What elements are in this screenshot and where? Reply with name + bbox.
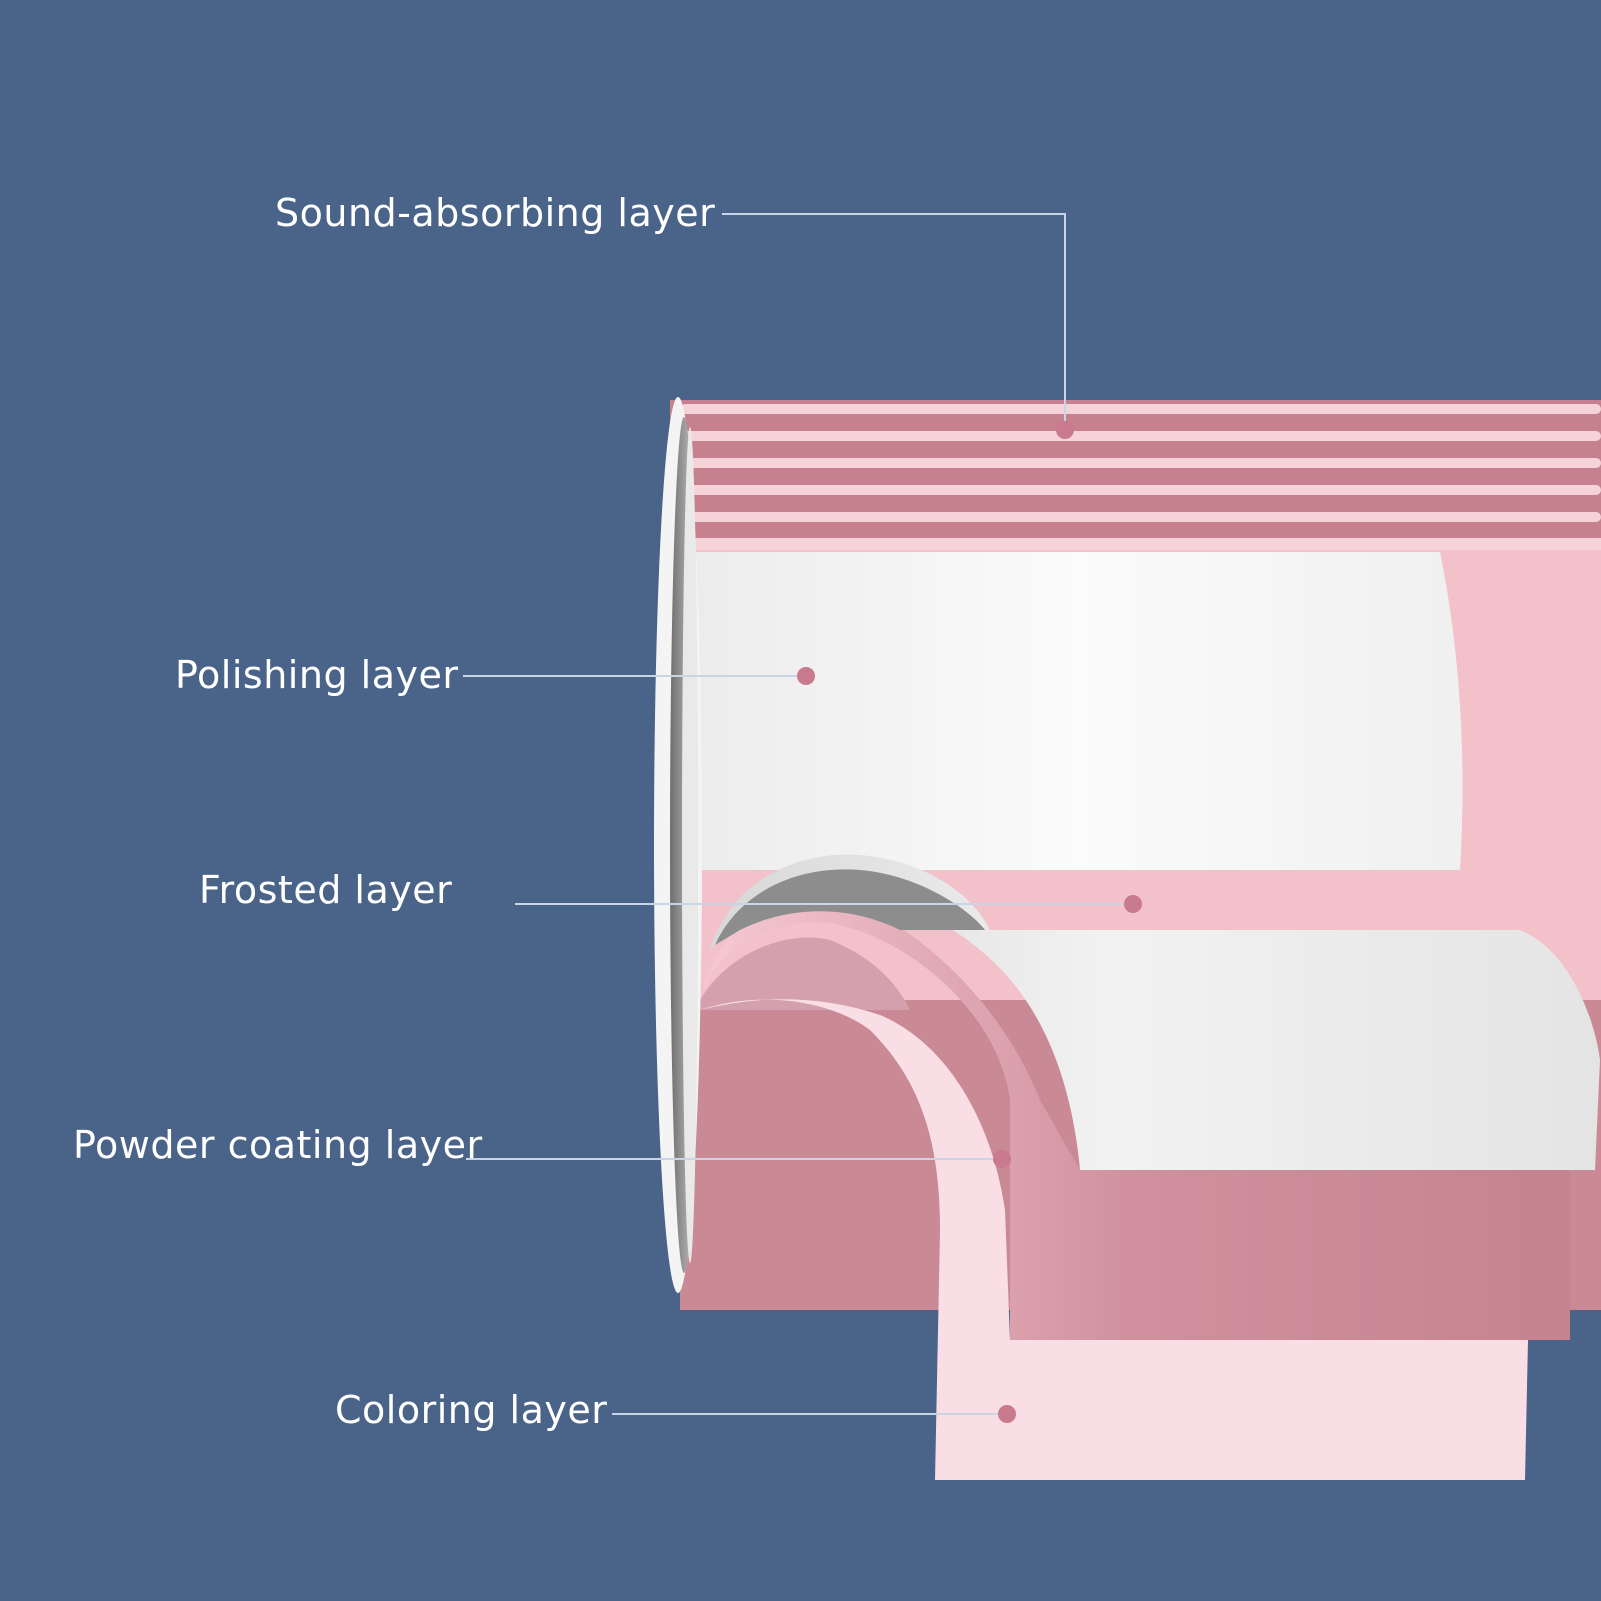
frosted-inner-shadow	[715, 869, 985, 945]
dot-polishing	[797, 667, 815, 685]
label-sound-absorbing: Sound-absorbing layer	[275, 191, 716, 235]
powder-coating-layer	[700, 894, 1570, 1340]
pipe-rim	[654, 397, 702, 1293]
leader-sound-absorbing	[722, 213, 1066, 430]
frosted-layer	[710, 854, 1600, 1170]
sound-absorbing-layer	[670, 400, 1601, 550]
polishing-layer	[690, 552, 1463, 870]
label-polishing: Polishing layer	[175, 653, 459, 697]
leader-lines	[463, 213, 1133, 1415]
powder-coating-back	[700, 937, 910, 1010]
dot-powder-coating	[993, 1150, 1011, 1168]
marker-dots	[797, 421, 1142, 1423]
label-powder-coating: Powder coating layer	[73, 1123, 483, 1167]
coloring-layer	[700, 999, 1528, 1480]
dot-frosted	[1124, 895, 1142, 913]
label-frosted: Frosted layer	[199, 868, 453, 912]
label-coloring: Coloring layer	[335, 1388, 608, 1432]
dot-sound-absorbing	[1056, 421, 1074, 439]
dot-coloring	[998, 1405, 1016, 1423]
